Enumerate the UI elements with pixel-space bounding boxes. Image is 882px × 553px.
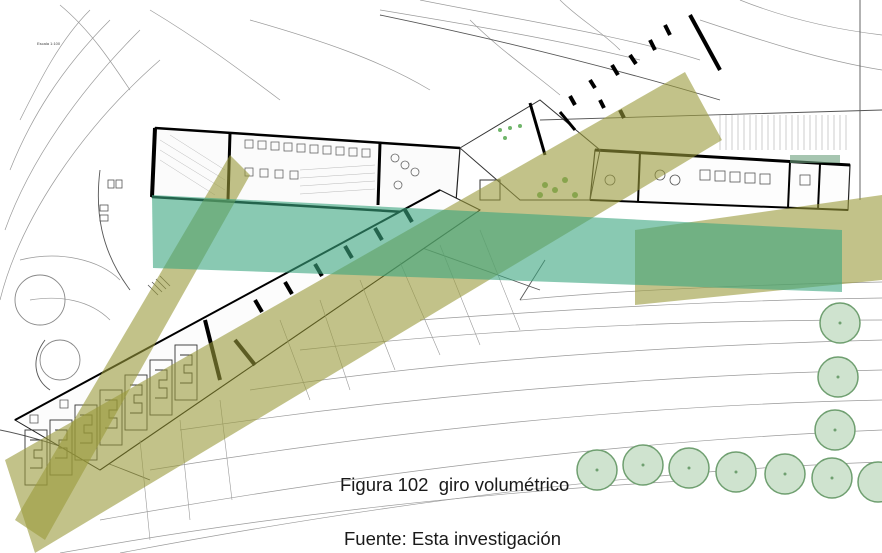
figure-source: Fuente: Esta investigación <box>344 528 561 549</box>
hatched-field <box>719 115 847 150</box>
tree-center-dots <box>595 321 842 480</box>
teal-overlay-band <box>152 195 842 292</box>
olive-band-long <box>5 72 722 553</box>
tree-row <box>576 302 882 503</box>
figure-caption: Figura 102 giro volumétrico <box>340 474 570 495</box>
scale-note: Escala 1:100 <box>37 41 61 46</box>
dashed-walls <box>568 14 722 119</box>
